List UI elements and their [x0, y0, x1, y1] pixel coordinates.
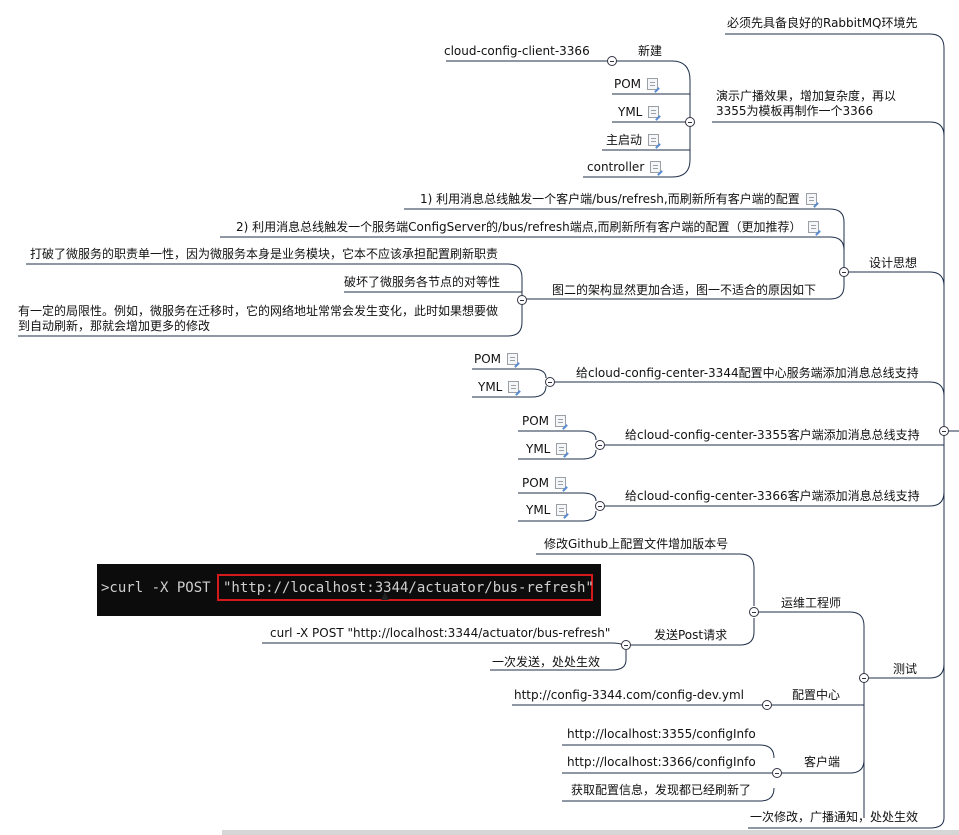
config-url-node[interactable]: http://config-3344.com/config-dev.yml — [514, 688, 744, 702]
client-node[interactable]: 客户端 — [804, 755, 841, 769]
send-post-node[interactable]: 发送Post请求 — [654, 628, 728, 642]
center-3355-node[interactable]: 给cloud-config-center-3355客户端添加消息总线支持 — [625, 428, 920, 442]
note-icon[interactable] — [555, 477, 567, 489]
yml-node[interactable]: YML — [526, 503, 568, 518]
center-3344-node[interactable]: 给cloud-config-center-3344配置中心服务端添加消息总线支持 — [576, 366, 919, 380]
pom-node[interactable]: POM — [614, 77, 659, 92]
reason-1-node[interactable]: 打破了微服务的职责单一性，因为微服务本身是业务模块，它本不应该承担配置刷新职责 — [30, 247, 499, 261]
fetch-refreshed-node[interactable]: 获取配置信息，发现都已经刷新了 — [571, 783, 752, 797]
note-icon[interactable] — [556, 443, 568, 455]
collapse-toggle-icon[interactable] — [595, 501, 605, 511]
collapse-toggle-icon[interactable] — [595, 440, 605, 450]
curl-command-node[interactable]: curl -X POST "http://localhost:3344/actu… — [270, 626, 611, 640]
collapse-toggle-icon[interactable] — [685, 117, 695, 127]
note-icon[interactable] — [507, 353, 519, 365]
highlight-box — [217, 574, 593, 601]
design-option-2-node[interactable]: 2) 利用消息总线触发一个服务端ConfigServer的/bus/refres… — [236, 220, 819, 235]
note-icon[interactable] — [555, 415, 567, 427]
design-thoughts-node[interactable]: 设计思想 — [869, 256, 918, 270]
reason-3-node[interactable]: 有一定的局限性。例如，微服务在迁移时，它的网络地址常常会发生变化，此时如果想要做… — [18, 304, 499, 333]
note-icon[interactable] — [650, 161, 662, 173]
new-node[interactable]: 新建 — [638, 44, 663, 58]
note-icon[interactable] — [807, 221, 819, 233]
summary-node[interactable]: 一次修改，广播通知，处处生效 — [750, 810, 919, 824]
yml-node[interactable]: YML — [526, 442, 568, 457]
collapse-toggle-icon[interactable] — [859, 673, 869, 683]
client-url-2-node[interactable]: http://localhost:3366/configInfo — [567, 755, 756, 769]
collapse-toggle-icon[interactable] — [772, 768, 782, 778]
pom-node[interactable]: POM — [522, 414, 567, 429]
terminal-url: "http://localhost:3344/actuator/bus-refr… — [223, 580, 594, 596]
terminal-prompt: >curl -X POST — [101, 580, 211, 596]
config-center-node[interactable]: 配置中心 — [792, 688, 841, 702]
note-icon[interactable] — [805, 193, 817, 205]
collapse-toggle-icon[interactable] — [545, 377, 555, 387]
client-url-1-node[interactable]: http://localhost:3355/configInfo — [567, 727, 756, 741]
main-boot-node[interactable]: 主启动 — [606, 133, 660, 148]
note-icon[interactable] — [647, 78, 659, 90]
note-icon[interactable] — [648, 106, 660, 118]
modify-github-node[interactable]: 修改Github上配置文件增加版本号 — [544, 537, 729, 551]
collapse-toggle-icon[interactable] — [607, 56, 617, 66]
collapse-toggle-icon[interactable] — [517, 295, 527, 305]
collapse-toggle-icon[interactable] — [939, 426, 949, 436]
collapse-toggle-icon[interactable] — [749, 607, 759, 617]
collapse-toggle-icon[interactable] — [621, 640, 631, 650]
note-icon[interactable] — [556, 504, 568, 516]
demo-node[interactable]: 演示广播效果，增加复杂度，再以3355为模板再制作一个3366 — [716, 89, 897, 118]
client-name-node[interactable]: cloud-config-client-3366 — [444, 44, 590, 58]
note-icon[interactable] — [648, 134, 660, 146]
controller-node[interactable]: controller — [587, 160, 662, 175]
send-once-node[interactable]: 一次发送，处处生效 — [492, 655, 601, 669]
yml-node[interactable]: YML — [618, 105, 660, 120]
why-fig2-node[interactable]: 图二的架构显然更加合适，图一不适合的原因如下 — [552, 283, 817, 297]
design-option-1-node[interactable]: 1) 利用消息总线触发一个客户端/bus/refresh,而刷新所有客户端的配置 — [420, 192, 817, 207]
collapse-toggle-icon[interactable] — [839, 267, 849, 277]
test-node[interactable]: 测试 — [893, 662, 918, 676]
ops-node[interactable]: 运维工程师 — [781, 596, 842, 610]
pom-node[interactable]: POM — [522, 476, 567, 491]
center-3366-node[interactable]: 给cloud-config-center-3366客户端添加消息总线支持 — [625, 489, 920, 503]
pom-node[interactable]: POM — [474, 352, 519, 367]
horizontal-scrollbar[interactable] — [222, 830, 959, 835]
reason-2-node[interactable]: 破坏了微服务各节点的对等性 — [344, 275, 501, 289]
collapse-toggle-icon[interactable] — [762, 700, 772, 710]
yml-node[interactable]: YML — [478, 380, 520, 395]
note-icon[interactable] — [508, 381, 520, 393]
prereq-node[interactable]: 必须先具备良好的RabbitMQ环境先 — [727, 16, 918, 30]
terminal-screenshot: >curl -X POST "http://localhost:3344/act… — [97, 564, 601, 616]
mouse-cursor-icon — [381, 592, 389, 600]
